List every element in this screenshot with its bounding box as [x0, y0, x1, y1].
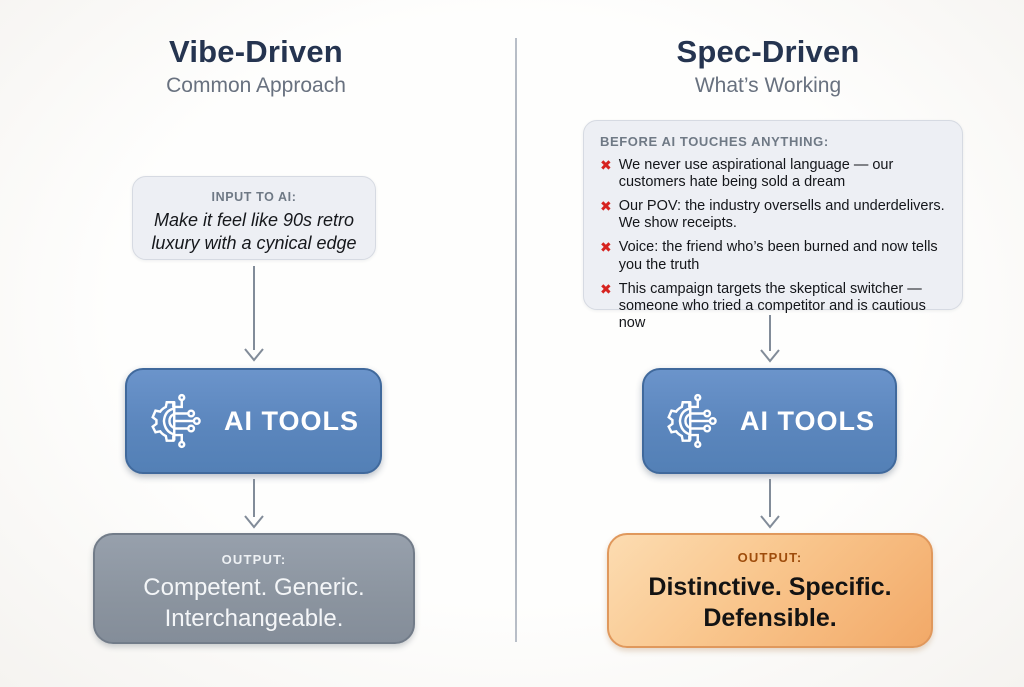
spec-item: ✖ Our POV: the industry oversells and un…	[600, 198, 948, 232]
spec-item-text: This campaign targets the skeptical swit…	[618, 280, 926, 331]
arrow-down-icon	[760, 479, 780, 529]
output-box-right: OUTPUT: Distinctive. Specific. Defensibl…	[607, 533, 933, 648]
ai-tools-box-left: AI TOOLS	[125, 368, 382, 474]
output-box-left: OUTPUT: Competent. Generic. Interchangea…	[93, 533, 415, 644]
left-column-title: Vibe-Driven	[169, 34, 343, 69]
left-column-subtitle: Common Approach	[166, 74, 346, 97]
spec-item-list: ✖ We never use aspirational language — o…	[600, 157, 948, 332]
right-column-subtitle: What’s Working	[694, 74, 842, 97]
gear-circuit-icon	[667, 393, 717, 449]
output-label-left: OUTPUT:	[221, 552, 287, 567]
spec-item: ✖ Voice: the friend who’s been burned an…	[600, 239, 948, 273]
input-to-ai-box: INPUT TO AI: Make it feel like 90s retro…	[132, 176, 376, 260]
arrow-down-icon	[244, 479, 264, 529]
ai-tools-label-left: AI TOOLS	[223, 405, 359, 436]
ai-tools-label-right: AI TOOLS	[739, 405, 875, 436]
output-label-right: OUTPUT:	[737, 550, 803, 565]
spec-box-label: BEFORE AI TOUCHES ANYTHING:	[600, 134, 829, 149]
column-divider	[515, 38, 517, 642]
output-text-left: Competent. Generic. Interchangeable.	[143, 574, 365, 632]
x-mark-icon: ✖	[600, 157, 612, 173]
input-box-label: INPUT TO AI:	[211, 190, 297, 204]
x-mark-icon: ✖	[600, 280, 612, 297]
right-column-title: Spec-Driven	[676, 34, 860, 69]
x-mark-icon: ✖	[600, 198, 612, 215]
spec-item-text: Our POV: the industry oversells and unde…	[618, 198, 945, 232]
input-box-text: Make it feel like 90s retro luxury with …	[151, 210, 357, 254]
arrow-down-icon	[244, 266, 264, 362]
gear-circuit-icon	[151, 393, 201, 449]
output-text-right: Distinctive. Specific. Defensible.	[648, 573, 892, 633]
spec-item-text: We never use aspirational language — our…	[618, 157, 894, 191]
spec-item-text: Voice: the friend who’s been burned and …	[618, 239, 938, 273]
spec-item: ✖ We never use aspirational language — o…	[600, 157, 948, 191]
x-mark-icon: ✖	[600, 239, 612, 256]
spec-box: BEFORE AI TOUCHES ANYTHING: ✖ We never u…	[583, 120, 963, 331]
ai-tools-box-right: AI TOOLS	[642, 368, 897, 474]
arrow-down-icon	[760, 315, 780, 363]
spec-item: ✖ This campaign targets the skeptical sw…	[600, 281, 948, 332]
